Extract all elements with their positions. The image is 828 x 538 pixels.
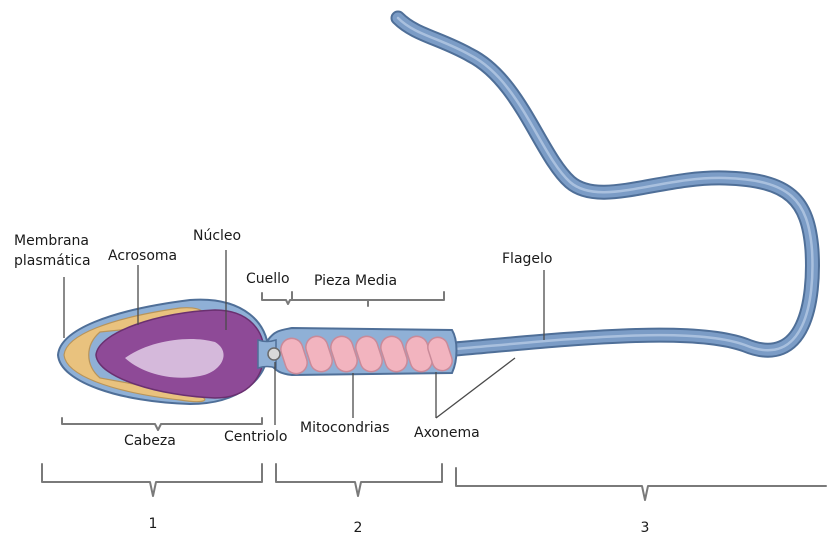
label-cabeza: Cabeza xyxy=(124,433,176,449)
centriole xyxy=(268,348,280,360)
brace-section-1 xyxy=(42,464,262,496)
label-centriolo: Centriolo xyxy=(224,429,287,445)
sperm-head xyxy=(58,300,268,404)
label-axonema: Axonema xyxy=(414,425,480,441)
section-number-2: 2 xyxy=(354,520,363,536)
brace-pieza-media xyxy=(292,292,444,306)
flagellum xyxy=(398,18,812,350)
label-flagelo: Flagelo xyxy=(502,251,552,267)
section-number-3: 3 xyxy=(641,520,650,536)
label-acrosoma: Acrosoma xyxy=(108,248,177,264)
section-number-1: 1 xyxy=(149,516,158,532)
section-numbers: 1 2 3 xyxy=(149,516,650,536)
brace-section-3 xyxy=(456,468,826,500)
label-membrana-line1: Membrana xyxy=(14,233,89,249)
label-cuello: Cuello xyxy=(246,271,290,287)
label-membrana-line2: plasmática xyxy=(14,253,91,269)
section-braces xyxy=(42,464,826,500)
neck xyxy=(258,340,280,368)
flagellum-body xyxy=(398,18,812,350)
label-nucleo: Núcleo xyxy=(193,228,241,244)
brace-section-2 xyxy=(276,464,442,496)
midpiece xyxy=(268,328,457,377)
label-pieza-media: Pieza Media xyxy=(314,273,397,289)
brace-cuello xyxy=(262,293,292,304)
label-mitocondrias: Mitocondrias xyxy=(300,420,390,436)
